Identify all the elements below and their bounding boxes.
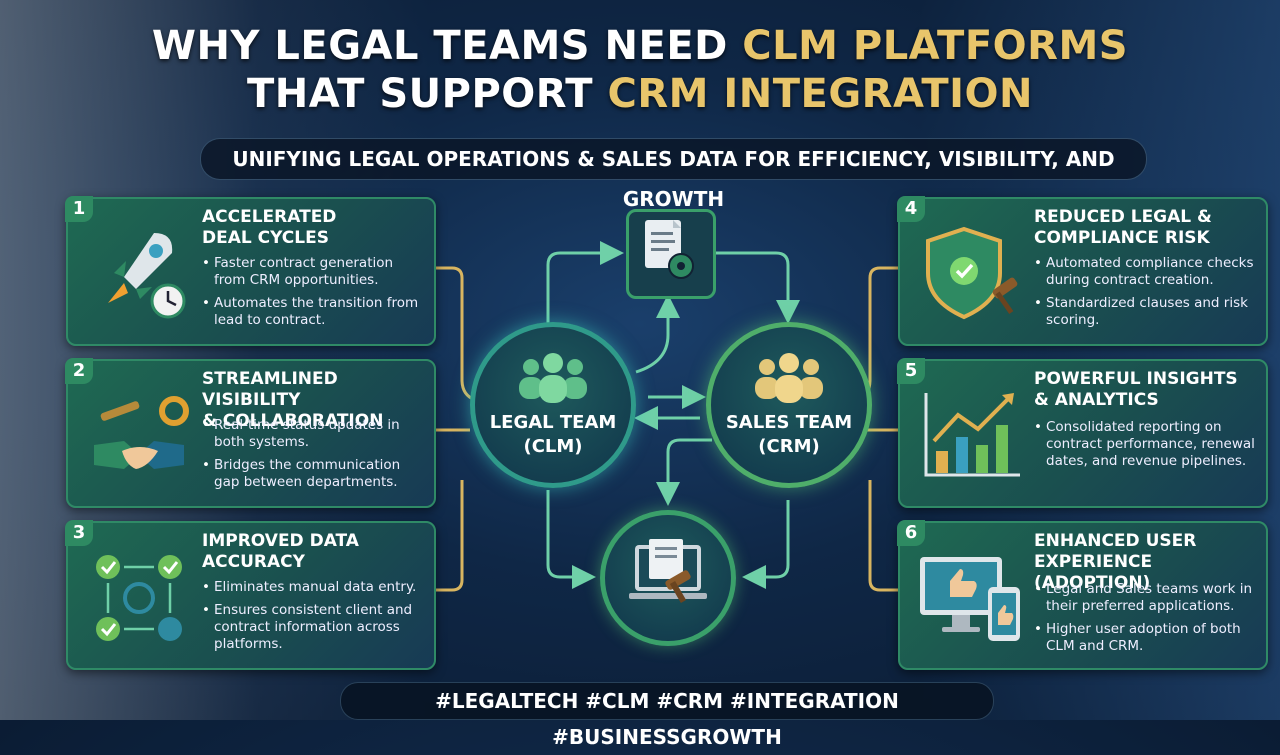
sales-team-sublabel: (CRM) [758, 436, 820, 457]
card-title-line1: REDUCED LEGAL & [1034, 207, 1212, 227]
sync-checks-icon [96, 555, 182, 641]
card-reduced-legal-risk: 4 REDUCED LEGAL &COMPLIANCE RISK Automat… [897, 196, 1268, 346]
card-title: REDUCED LEGAL &COMPLIANCE RISK [1034, 207, 1259, 249]
card-number: 3 [65, 520, 93, 546]
rocket-clock-icon [108, 233, 186, 319]
card-title-line1: IMPROVED DATA [202, 531, 359, 551]
card-bullet: Bridges the communication gap between de… [202, 457, 427, 491]
document-gear-icon [645, 220, 694, 279]
card-bullets: Eliminates manual data entry. Ensures co… [202, 579, 427, 659]
sales-team-label: SALES TEAM [725, 412, 853, 433]
card-title-line2: COMPLIANCE RISK [1034, 228, 1210, 248]
handshake-telescope-icon [94, 396, 189, 469]
card-bullet: Real-time status updates in both systems… [202, 417, 427, 451]
card-title-line1: ACCELERATED [202, 207, 337, 227]
card-title-line1: STREAMLINED VISIBILITY [202, 369, 338, 410]
card-bullet: Automated compliance checks during contr… [1034, 255, 1259, 289]
card-bullets: Faster contract generation from CRM oppo… [202, 255, 427, 335]
title-line1-plain: WHY LEGAL TEAMS NEED [151, 23, 743, 69]
arrow-sales-to-bottom [742, 500, 790, 589]
card-bullet: Legal and Sales teams work in their pref… [1034, 581, 1259, 615]
sales-team-node: SALES TEAM (CRM) [706, 322, 872, 488]
legal-team-sublabel: (CLM) [523, 436, 583, 457]
arrow-legal-to-bottom [546, 490, 596, 589]
people-icon [755, 353, 823, 403]
arrow-sales-to-bottom-inner [656, 438, 712, 506]
subtitle-banner: UNIFYING LEGAL OPERATIONS & SALES DATA F… [200, 138, 1147, 211]
card-title-line1: ENHANCED USER [1034, 531, 1197, 551]
legal-team-label: LEGAL TEAM [489, 412, 617, 433]
card-title-line2: & ANALYTICS [1034, 390, 1159, 410]
card-bullet: Ensures consistent client and contract i… [202, 602, 427, 653]
contract-document-node [626, 209, 716, 299]
card-bullets: Real-time status updates in both systems… [202, 417, 427, 497]
title-line1-highlight: CLM PLATFORMS [742, 23, 1129, 69]
contract-signing-node [600, 510, 736, 646]
card-streamlined-visibility: 2 STREAMLINED VISIBILITY& COLLABORATION … [65, 358, 436, 508]
card-title: POWERFUL INSIGHTS& ANALYTICS [1034, 369, 1259, 411]
card-bullet: Consolidated reporting on contract perfo… [1034, 419, 1259, 470]
title-line2-highlight: CRM INTEGRATION [607, 71, 1033, 117]
page-title: WHY LEGAL TEAMS NEED CLM PLATFORMS THAT … [0, 22, 1280, 118]
card-bullets: Consolidated reporting on contract perfo… [1034, 419, 1259, 476]
connector-card1 [434, 266, 476, 402]
card-title-line2: DEAL CYCLES [202, 228, 329, 248]
card-bullet: Faster contract generation from CRM oppo… [202, 255, 427, 289]
title-line2-plain: THAT SUPPORT [247, 71, 608, 117]
card-bullet: Eliminates manual data entry. [202, 579, 427, 596]
bar-chart-trend-icon [924, 393, 1020, 477]
connector-card3 [434, 480, 464, 592]
card-number: 5 [897, 358, 925, 384]
card-bullet: Higher user adoption of both CLM and CRM… [1034, 621, 1259, 655]
card-title-line1: POWERFUL INSIGHTS [1034, 369, 1238, 389]
card-number: 2 [65, 358, 93, 384]
card-number: 6 [897, 520, 925, 546]
card-bullets: Legal and Sales teams work in their pref… [1034, 581, 1259, 661]
people-icon [519, 353, 587, 403]
card-number: 1 [65, 196, 93, 222]
connector-card6 [868, 480, 898, 592]
arrow-legal-to-doc-inner [635, 294, 680, 374]
card-bullets: Automated compliance checks during contr… [1034, 255, 1259, 335]
card-title-line2: ACCURACY [202, 552, 305, 572]
hashtags-banner: #LEGALTECH #CLM #CRM #INTEGRATION #BUSIN… [340, 682, 994, 749]
card-bullet: Standardized clauses and risk scoring. [1034, 295, 1259, 329]
arrow-legal-to-doc [546, 241, 624, 330]
card-powerful-insights: 5 POWERFUL INSIGHTS& ANALYTICS Consolida… [897, 358, 1268, 508]
laptop-gavel-icon [629, 539, 707, 604]
card-bullet: Automates the transition from lead to co… [202, 295, 427, 329]
shield-gavel-icon [926, 226, 1018, 320]
card-number: 4 [897, 196, 925, 222]
devices-thumbs-up-icon [920, 557, 1020, 641]
arrow-doc-to-sales [712, 251, 800, 324]
legal-team-node: LEGAL TEAM (CLM) [470, 322, 636, 488]
